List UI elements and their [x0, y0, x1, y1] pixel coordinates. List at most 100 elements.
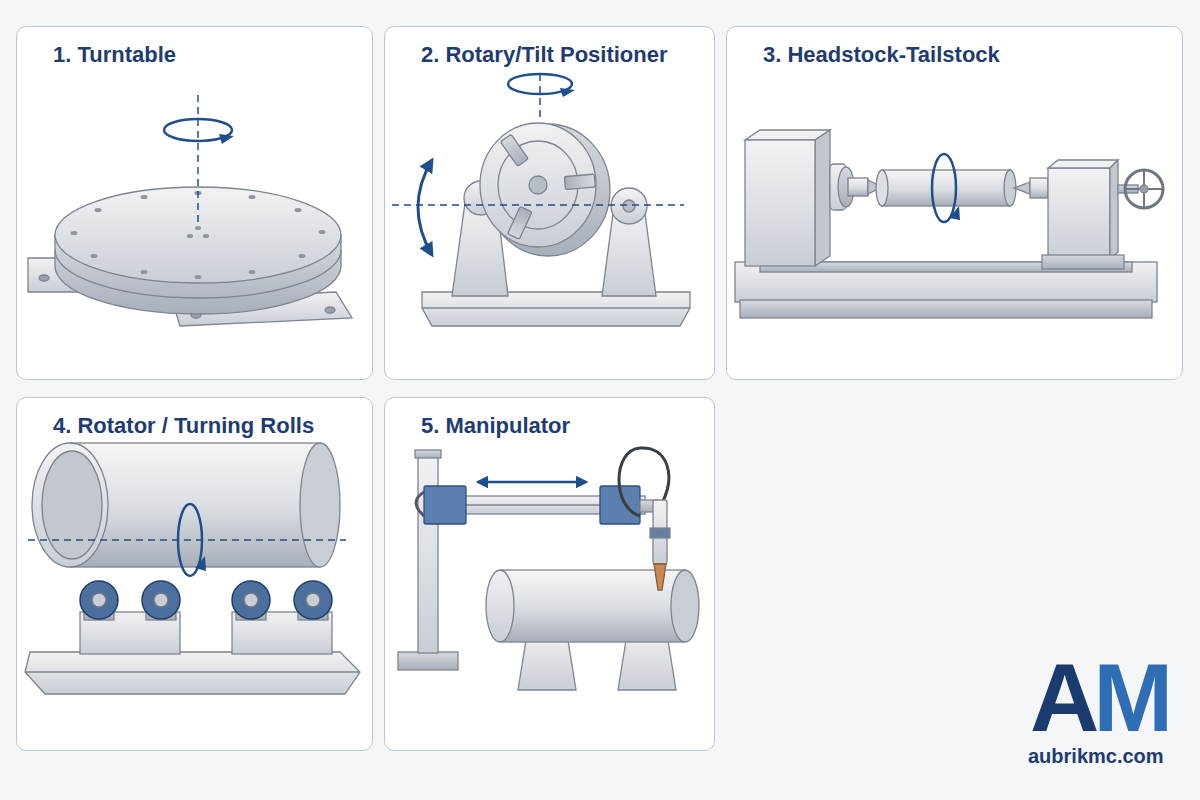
headstock-tailstock-illustration-part	[1140, 185, 1148, 193]
turning-rolls-illustration-part	[195, 556, 206, 571]
turntable-illustration-part-part	[91, 254, 98, 258]
rotary-tilt-positioner-illustration-part-part	[564, 174, 595, 190]
manipulator-illustration-part	[416, 492, 424, 516]
turntable-illustration-part-part	[203, 234, 209, 238]
headstock-tailstock-illustration-part	[1048, 168, 1110, 260]
turntable-illustration-part-part	[141, 195, 148, 199]
turning-rolls-illustration-part	[92, 593, 320, 607]
rotary-tilt-positioner-illustration-part-part	[500, 134, 528, 166]
headstock-tailstock-illustration-part	[876, 170, 888, 206]
headstock-tailstock-illustration-part	[848, 178, 868, 196]
manipulator-illustration-part	[486, 570, 514, 642]
headstock-tailstock-illustration-part	[1014, 182, 1030, 194]
panel-title: 5. Manipulator	[421, 413, 570, 439]
turntable-illustration-part-part	[187, 234, 193, 238]
turning-rolls-illustration-part-part	[154, 593, 168, 607]
manipulator-illustration-part	[398, 652, 458, 670]
headstock-tailstock-illustration-part	[740, 300, 1152, 318]
headstock-tailstock-illustration-part	[1048, 160, 1118, 168]
turning-rolls-illustration-part-part	[244, 593, 258, 607]
turntable-illustration-part-part	[95, 208, 102, 212]
turntable-illustration-part	[197, 95, 199, 222]
turntable-illustration-part-part	[249, 195, 256, 199]
headstock-tailstock-illustration-part	[815, 130, 830, 266]
turning-rolls-illustration-part	[80, 581, 332, 619]
manipulator-illustration-part	[478, 481, 586, 484]
rotary-tilt-positioner-illustration-part	[392, 204, 684, 206]
panel-title: 3. Headstock-Tailstock	[763, 42, 1000, 68]
manipulator-illustration-part	[424, 486, 466, 524]
turning-rolls-illustration-part	[28, 539, 346, 541]
headstock-tailstock-illustration-part	[882, 170, 1010, 206]
turntable-illustration-part-part	[141, 270, 148, 274]
turning-rolls-illustration-part	[300, 443, 340, 567]
headstock-tailstock-illustration	[735, 130, 1163, 318]
turntable-illustration	[28, 95, 352, 326]
turntable-illustration-part-part	[195, 275, 202, 279]
rotary-tilt-positioner-illustration-part	[480, 123, 596, 247]
turning-rolls-illustration-part-part	[294, 581, 332, 619]
turning-rolls-illustration-part	[32, 443, 108, 567]
headstock-tailstock-illustration-part	[1030, 178, 1048, 198]
rotary-tilt-panel: 2. Rotary/Tilt Positioner	[384, 26, 715, 380]
turning-rolls-illustration-part	[42, 451, 102, 559]
manipulator-illustration-part	[650, 528, 670, 538]
headstock-tailstock-panel: 3. Headstock-Tailstock	[726, 26, 1183, 380]
turntable-illustration-part-part	[295, 208, 302, 212]
rotary-tilt-positioner-illustration-part	[422, 292, 690, 326]
rotary-tilt-positioner-illustration-part	[611, 188, 647, 224]
turning-rolls-illustration-part-part	[92, 593, 106, 607]
turntable-illustration-part-part	[299, 254, 306, 258]
rotary-tilt-positioner-illustration-part	[539, 74, 541, 118]
turntable-illustration-part-part	[195, 226, 201, 230]
manipulator-illustration-part	[415, 450, 441, 458]
turntable-illustration-part-part	[71, 231, 78, 235]
headstock-tailstock-illustration-part	[1110, 160, 1118, 260]
headstock-tailstock-illustration-part	[1125, 170, 1163, 208]
rotary-tilt-positioner-illustration-part	[529, 176, 547, 194]
rotary-tilt-positioner-illustration-part	[418, 160, 432, 255]
panel-title: 1. Turntable	[53, 42, 176, 68]
turntable-illustration-part-part	[319, 230, 326, 234]
turntable-illustration-part	[325, 307, 335, 313]
rotary-tilt-positioner-illustration-part	[422, 307, 690, 308]
turning-rolls-illustration-part-part	[306, 593, 320, 607]
manipulator-illustration-part	[654, 564, 666, 590]
turntable-illustration-part	[55, 187, 341, 283]
manipulator-illustration	[398, 448, 699, 690]
manipulator-panel: 5. Manipulator	[384, 397, 715, 751]
turning-rolls-illustration-part	[25, 671, 360, 672]
turning-rolls-illustration	[25, 443, 360, 694]
headstock-tailstock-illustration-part	[932, 154, 956, 222]
headstock-tailstock-illustration-part	[949, 206, 960, 220]
panel-grounds-part	[16, 26, 373, 380]
turning-rolls-illustration-part-part	[80, 581, 118, 619]
rotary-tilt-positioner-illustration-part-part	[508, 207, 532, 240]
turning-rolls-illustration-part	[25, 652, 360, 694]
panel-grounds	[16, 26, 1183, 751]
panel-grounds-part	[384, 26, 715, 380]
rotary-tilt-positioner-illustration-part	[623, 200, 635, 212]
panel-grounds-part	[16, 397, 373, 751]
rotary-tilt-positioner-illustration	[392, 74, 690, 326]
panel-title: 4. Rotator / Turning Rolls	[53, 413, 314, 439]
manipulator-illustration-part	[418, 455, 438, 653]
turning-rolls-panel: 4. Rotator / Turning Rolls	[16, 397, 373, 751]
turning-rolls-illustration-part-part	[142, 581, 180, 619]
logo-mark: AM	[1030, 650, 1167, 746]
headstock-tailstock-illustration-part	[1042, 255, 1124, 269]
panel-grounds-part	[384, 397, 715, 751]
turntable-illustration-part-part	[249, 270, 256, 274]
panel-title: 2. Rotary/Tilt Positioner	[421, 42, 668, 68]
headstock-tailstock-illustration-part	[745, 140, 815, 266]
turning-rolls-illustration-part-part	[232, 581, 270, 619]
turntable-illustration-part	[39, 275, 49, 281]
rotary-tilt-positioner-illustration-part	[560, 88, 575, 97]
website-label: aubrikmc.com	[1028, 744, 1164, 768]
panel-grounds-part	[726, 26, 1183, 380]
manipulator-illustration-part	[640, 500, 654, 512]
turntable-illustration-part	[219, 134, 234, 144]
manipulator-illustration-part	[671, 570, 699, 642]
turntable-panel: 1. Turntable	[16, 26, 373, 380]
